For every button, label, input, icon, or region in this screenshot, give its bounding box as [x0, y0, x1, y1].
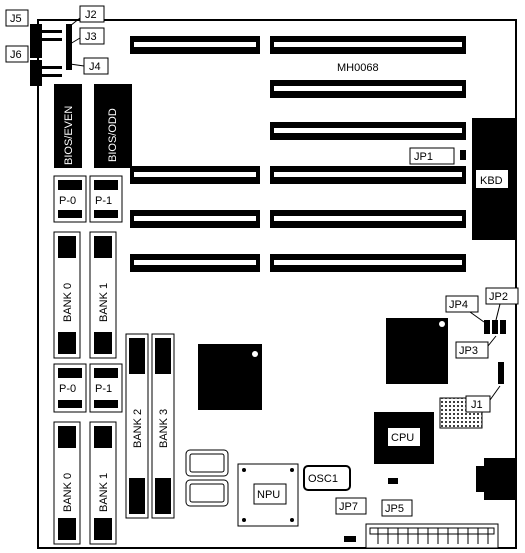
svg-text:BANK 2: BANK 2: [132, 409, 144, 448]
parity-p0-top: P-0: [53, 175, 87, 223]
svg-text:JP2: JP2: [489, 291, 508, 303]
osc1-oscillator: OSC1: [303, 465, 351, 491]
bios-odd-chip: BIOS/ODD: [94, 84, 132, 168]
bios-even-chip: BIOS/EVEN: [54, 84, 82, 168]
battery-connector: [476, 458, 516, 500]
jumper-jp5: JP5: [381, 478, 413, 517]
bank-0-bottom: BANK 0: [53, 421, 81, 545]
chipset-right: [386, 318, 448, 384]
label-j6: J6: [5, 45, 29, 63]
svg-text:P-0: P-0: [59, 195, 76, 207]
jumper-jp3: JP3: [455, 335, 497, 359]
svg-text:J6: J6: [10, 49, 22, 61]
slot-9: [130, 254, 260, 272]
svg-text:OSC1: OSC1: [308, 473, 338, 485]
jumper-jp1: JP1: [409, 147, 466, 165]
svg-text:J2: J2: [85, 9, 97, 21]
small-chips: [185, 449, 229, 507]
slot-7: [130, 210, 260, 228]
label-j2: J2: [69, 5, 105, 27]
svg-text:KBD: KBD: [480, 175, 503, 187]
cpu-chip: CPU: [374, 412, 434, 464]
slot-1: [130, 36, 260, 54]
svg-text:NPU: NPU: [257, 489, 280, 501]
svg-text:J3: J3: [85, 31, 97, 43]
parity-p0-bottom: P-0: [53, 363, 87, 413]
board-model: MH0068: [337, 62, 379, 74]
jumper-jp2: JP2: [485, 287, 519, 321]
keyboard-connector: KBD: [472, 118, 516, 240]
label-j4: J4: [69, 57, 109, 75]
npu-socket: NPU: [237, 463, 299, 527]
svg-text:JP7: JP7: [339, 501, 358, 513]
svg-text:JP4: JP4: [449, 299, 468, 311]
jumper-jp7: JP7: [335, 497, 367, 542]
svg-text:P-0: P-0: [59, 383, 76, 395]
label-j5: J5: [5, 9, 29, 27]
slot-3: [270, 80, 466, 98]
label-j3: J3: [69, 27, 105, 45]
jumper-pins-jp2-jp4: [484, 320, 506, 334]
slot-8: [270, 210, 466, 228]
parity-p1-top: P-1: [89, 175, 123, 223]
jumper-jp4: JP4: [445, 295, 485, 323]
slot-4: [270, 122, 466, 140]
bank-1-bottom: BANK 1: [89, 421, 117, 545]
svg-text:JP3: JP3: [459, 345, 478, 357]
svg-text:BANK 1: BANK 1: [98, 473, 110, 512]
svg-text:JP1: JP1: [414, 151, 433, 163]
bank-1-top: BANK 1: [89, 231, 117, 359]
slot-5: [130, 166, 260, 184]
svg-text:J5: J5: [10, 13, 22, 25]
bank-2: BANK 2: [125, 333, 149, 519]
bottom-header: [365, 523, 499, 549]
slot-10: [270, 254, 466, 272]
expansion-slots: [130, 36, 466, 272]
svg-text:BANK 3: BANK 3: [158, 409, 170, 448]
svg-text:BIOS/ODD: BIOS/ODD: [107, 108, 119, 162]
svg-text:P-1: P-1: [95, 195, 112, 207]
svg-text:J4: J4: [89, 61, 101, 73]
power-connectors: [30, 24, 72, 86]
svg-text:BIOS/EVEN: BIOS/EVEN: [63, 106, 75, 165]
slot-6: [270, 166, 466, 184]
bank-0-top: BANK 0: [53, 231, 81, 359]
chipset-center: [198, 344, 262, 410]
svg-text:BANK 0: BANK 0: [62, 283, 74, 322]
svg-text:P-1: P-1: [95, 383, 112, 395]
connector-j1: J1: [465, 362, 504, 413]
svg-text:BANK 0: BANK 0: [62, 473, 74, 512]
svg-text:BANK 1: BANK 1: [98, 283, 110, 322]
svg-text:CPU: CPU: [391, 432, 414, 444]
bank-3: BANK 3: [151, 333, 175, 519]
svg-text:J1: J1: [471, 399, 483, 411]
parity-p1-bottom: P-1: [89, 363, 123, 413]
svg-text:JP5: JP5: [385, 503, 404, 515]
slot-2: [270, 36, 466, 54]
